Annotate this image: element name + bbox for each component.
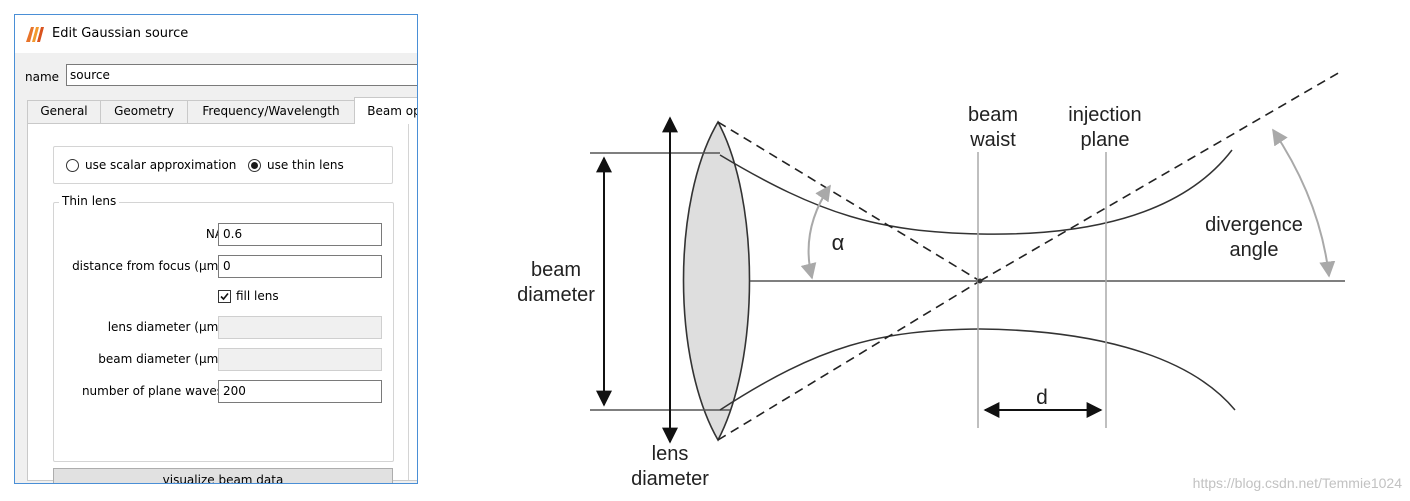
fill-lens-checkbox[interactable]: fill lens xyxy=(218,289,279,303)
diagram-svg xyxy=(590,71,1345,444)
thin-lens-group: Thin lens NA 0.6 distance from focus (μm… xyxy=(53,194,394,462)
name-label: name xyxy=(25,70,60,84)
marginal-ray-top xyxy=(717,121,981,282)
tab-general[interactable]: General xyxy=(27,100,101,123)
checkbox-checked-icon xyxy=(218,289,231,303)
watermark: https://blog.csdn.net/Temmie1024 xyxy=(1192,475,1402,491)
number-of-plane-waves-input[interactable]: 200 xyxy=(218,380,382,403)
injection-plane-label-line2: plane xyxy=(1080,129,1130,151)
beam-diameter-input xyxy=(218,348,382,371)
divergence-angle-label-line2: angle xyxy=(1229,239,1279,261)
lens-diameter-label: lens diameter xyxy=(620,442,720,492)
thin-lens-group-title: Thin lens xyxy=(59,194,120,208)
d-label: d xyxy=(1036,386,1048,409)
tab-beam-options[interactable]: Beam op xyxy=(354,97,417,124)
alpha-label: α xyxy=(831,230,845,255)
beam-waist-label-line2: waist xyxy=(970,129,1016,151)
alpha-arc xyxy=(800,184,831,280)
divergence-angle-label: divergence angle xyxy=(1194,213,1314,263)
visualize-beam-data-button[interactable]: visualize beam data xyxy=(53,468,393,483)
radio-unchecked-icon xyxy=(66,158,79,172)
beam-diameter-label: beam diameter xyxy=(506,258,606,308)
title-bar[interactable]: Edit Gaussian source xyxy=(15,15,417,53)
beam-envelope-bottom xyxy=(719,328,1236,411)
distance-from-focus-input[interactable]: 0 xyxy=(218,255,382,278)
na-input[interactable]: 0.6 xyxy=(218,223,382,246)
beam-waist-label-line1: beam xyxy=(967,104,1019,126)
beam-diameter-label-line2: diameter xyxy=(517,284,595,306)
lens-shape xyxy=(682,120,751,442)
window-title: Edit Gaussian source xyxy=(52,26,189,41)
lens-diameter-input xyxy=(218,316,382,339)
panel-scroll-edge xyxy=(408,124,409,480)
dialog-body: name source General Geometry Frequency/W… xyxy=(15,53,417,483)
tab-bar: General Geometry Frequency/Wavelength Be… xyxy=(27,97,417,124)
name-input[interactable]: source xyxy=(66,64,417,86)
beam-diameter-label: beam diameter (μm) xyxy=(98,352,223,366)
radio-thin-lens[interactable]: use thin lens xyxy=(248,158,344,172)
approximation-radio-group: use scalar approximation use thin lens xyxy=(53,146,393,184)
distance-from-focus-label: distance from focus (μm) xyxy=(72,259,223,273)
radio-scalar-approximation[interactable]: use scalar approximation xyxy=(66,158,236,172)
thin-lens-beam-diagram: beam waist injection plane divergence an… xyxy=(430,40,1390,495)
divergence-arc xyxy=(1272,128,1336,278)
lens-diameter-label-line2: diameter xyxy=(631,468,709,490)
fill-lens-label: fill lens xyxy=(236,289,279,303)
divergence-angle-label-line1: divergence xyxy=(1205,214,1303,236)
lens-diameter-label: lens diameter (μm) xyxy=(107,320,223,334)
lens-diameter-label-line1: lens xyxy=(651,443,689,465)
radio-thin-lens-label: use thin lens xyxy=(267,158,344,172)
app-logo-icon xyxy=(26,27,44,42)
number-of-plane-waves-label: number of plane waves xyxy=(81,384,223,398)
focus-point xyxy=(977,278,983,284)
beam-waist-label: beam waist xyxy=(948,103,1038,153)
tab-geometry[interactable]: Geometry xyxy=(100,100,188,123)
radio-checked-icon xyxy=(248,158,261,172)
marginal-ray-bottom xyxy=(717,280,981,441)
injection-plane-label-line1: injection xyxy=(1068,104,1142,126)
edit-gaussian-source-dialog: Edit Gaussian source name source General… xyxy=(14,14,418,484)
beam-envelope-top xyxy=(719,149,1233,235)
radio-scalar-label: use scalar approximation xyxy=(85,158,237,172)
beam-options-panel: use scalar approximation use thin lens T… xyxy=(27,123,417,483)
tab-frequency-wavelength[interactable]: Frequency/Wavelength xyxy=(187,100,355,123)
beam-diameter-label-line1: beam xyxy=(530,259,582,281)
asymptote-ray xyxy=(979,71,1341,282)
injection-plane-label: injection plane xyxy=(1048,103,1162,153)
